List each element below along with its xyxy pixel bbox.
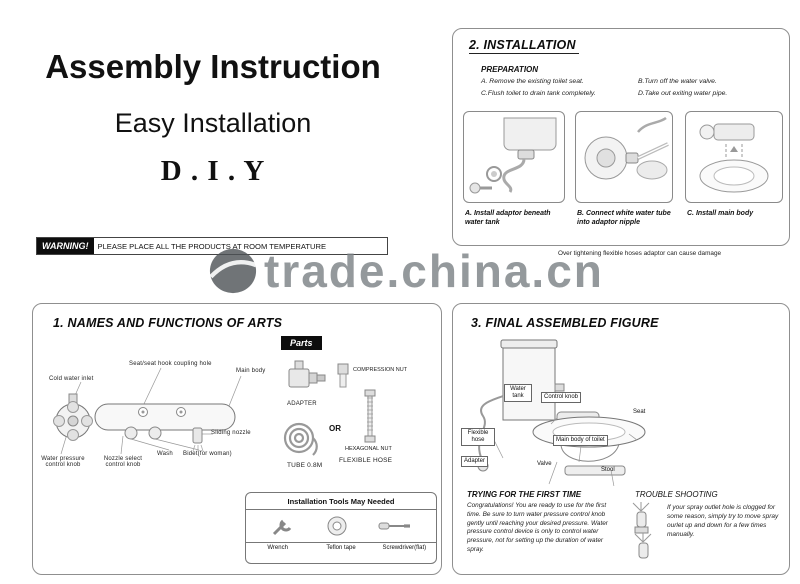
preparation-title: PREPARATION xyxy=(481,65,539,74)
final-title: 3. FINAL ASSEMBLED FIGURE xyxy=(471,316,659,330)
label-adapter-fig: Adapter xyxy=(461,456,489,467)
parts-section: 1. NAMES AND FUNCTIONS OF ARTS Parts xyxy=(32,303,442,575)
label-hexagonal-nut: HEXAGONAL NUT xyxy=(345,446,392,452)
warning-text: PLEASE PLACE ALL THE PRODUCTS AT ROOM TE… xyxy=(97,242,327,251)
tools-box: Installation Tools May Needed Wrench xyxy=(245,492,437,564)
label-seat: Seat xyxy=(633,409,646,415)
header: Assembly Instruction Easy Installation D… xyxy=(22,48,404,188)
label-main-body: Main body xyxy=(236,368,266,374)
step-c-caption: C. Install main body xyxy=(687,210,754,217)
step-b-figure xyxy=(575,111,673,203)
label-or: OR xyxy=(329,424,341,433)
compression-nut-icon xyxy=(337,363,349,388)
prep-item: A. Remove the existing toilet seat. xyxy=(481,78,584,85)
bidet-diagram xyxy=(53,367,242,455)
label-valve: Valve xyxy=(537,461,552,467)
step-b-caption: B. Connect white water tube into adaptor… xyxy=(577,210,671,226)
label-nozzle-select-knob: Nozzle select control knob xyxy=(103,456,143,468)
prep-item: D.Take out exiting water pipe. xyxy=(638,89,728,97)
label-stool: Stool xyxy=(601,467,615,473)
tools-labels-row: Wrench Teflon tape Screwdriver(flat) xyxy=(246,542,436,553)
diy-title: D . I . Y xyxy=(160,155,266,187)
tube-connect-illustration-icon xyxy=(584,116,669,180)
label-wash: Wash xyxy=(157,451,173,457)
installation-section: 2. INSTALLATION PREPARATION A. Remove th… xyxy=(452,28,790,246)
tape-icon xyxy=(327,516,347,536)
label-control-knob: Control knob xyxy=(541,392,582,403)
label-sliding-nozzle: Sliding nozzle xyxy=(211,430,251,436)
installation-title: 2. INSTALLATION xyxy=(469,38,579,54)
adapter-icon xyxy=(288,360,326,388)
prep-item: B.Turn off the water valve. xyxy=(638,78,717,85)
main-body-install-illustration-icon xyxy=(699,123,769,193)
prep-item: C.Flush toilet to drain tank completely. xyxy=(481,89,596,97)
wrench-icon xyxy=(273,519,292,536)
label-seat-hook: Seat/seat hook coupling hole xyxy=(129,361,212,367)
first-time-title: TRYING FOR THE FIRST TIME xyxy=(467,490,582,499)
parts-title: 1. NAMES AND FUNCTIONS OF ARTS xyxy=(53,316,283,330)
label-main-body-toilet: Main body of toilet xyxy=(553,435,608,446)
hex-rod-icon xyxy=(364,389,376,443)
label-water-pressure-knob: Water pressure control knob xyxy=(41,456,85,468)
tube-coil-icon xyxy=(283,422,318,456)
screwdriver-icon xyxy=(378,522,410,530)
first-time-text: Congratulations! You are ready to use fo… xyxy=(467,502,608,554)
parts-badge: Parts xyxy=(281,336,322,350)
tools-title: Installation Tools May Needed xyxy=(246,493,436,510)
tools-icons-row xyxy=(246,510,436,542)
tool-label-wrench: Wrench xyxy=(267,545,288,551)
trouble-text: If your spray outlet hole is clogged for… xyxy=(667,504,779,538)
main-title: Assembly Instruction xyxy=(45,48,381,85)
label-flexible-hose: FLEXIBLE HOSE xyxy=(339,457,393,464)
label-bidet-woman: Bidet(for woman) xyxy=(183,451,232,457)
step-a-caption: A. Install adaptor beneath water tank xyxy=(465,210,551,226)
label-tube: TUBE 0.8M xyxy=(287,462,323,469)
step-c-figure xyxy=(685,111,783,203)
label-flexible-hose-fig: Flexible hose xyxy=(461,428,495,446)
toilet-diagram xyxy=(477,339,646,486)
label-cold-water-inlet: Cold water inlet xyxy=(49,376,94,382)
final-section: 3. FINAL ASSEMBLED FIGURE xyxy=(452,303,790,575)
spray-nozzle-icon xyxy=(632,502,652,559)
installation-note: Over tightening flexible hoses adaptor c… xyxy=(558,250,722,257)
adaptor-install-illustration-icon xyxy=(469,117,557,194)
preparation-column: B.Turn off the water valve. D.Take out e… xyxy=(638,78,783,102)
warning-bar: WARNING! PLEASE PLACE ALL THE PRODUCTS A… xyxy=(36,237,388,255)
label-water-tank: Water tank xyxy=(504,384,532,402)
label-adapter: ADAPTER xyxy=(287,401,317,407)
tool-label-teflon-tape: Teflon tape xyxy=(326,545,356,551)
subtitle: Easy Installation xyxy=(114,108,312,138)
warning-label: WARNING! xyxy=(37,238,94,254)
tool-label-screwdriver: Screwdriver(flat) xyxy=(382,545,427,551)
preparation-column: A. Remove the existing toilet seat. C.Fl… xyxy=(481,78,633,102)
trouble-title: TROUBLE SHOOTING xyxy=(635,490,718,499)
label-compression-nut: COMPRESSION NUT xyxy=(353,367,408,373)
step-a-figure xyxy=(463,111,565,203)
